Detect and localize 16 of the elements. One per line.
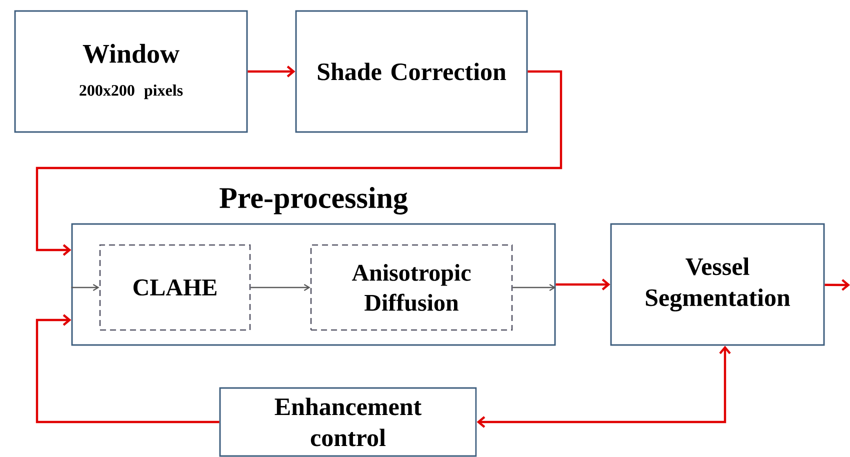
arrow [36,70,562,256]
arrow [476,346,731,428]
node-label: Pre-processing [220,187,408,214]
arrow [71,284,100,291]
arrow [250,284,310,291]
arrow [512,284,556,291]
dashed-step-box: CLAHE [99,244,251,331]
arrow [248,66,296,78]
dashed-step-box: Anisotropic Diffusion [310,244,513,331]
process-box: Shade Correction [295,10,528,133]
arrow [556,278,610,290]
arrow [824,279,850,291]
process-box: Window 200x200 pixels [14,10,248,133]
process-box: Enhancement control [219,387,477,457]
arrow [36,314,220,424]
process-box: Vessel Segmentation [610,223,825,346]
